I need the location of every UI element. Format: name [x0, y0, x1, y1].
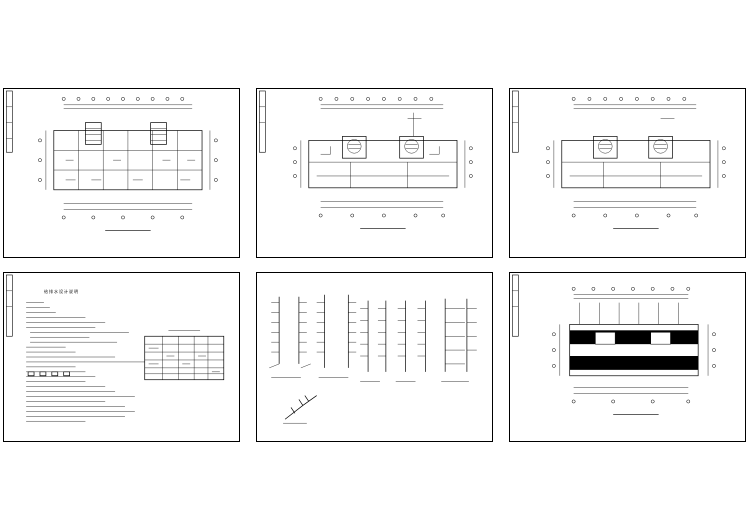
- plan-sheet-3: [509, 88, 746, 258]
- plan-sheet-1: [3, 88, 240, 258]
- dimension-grid-top: [61, 97, 193, 109]
- building-outline: [308, 112, 458, 189]
- plan-sheet-2: [256, 88, 493, 258]
- plan-drawing: [259, 90, 473, 229]
- dimension-grid-bottom: [61, 203, 193, 220]
- dimension-grid-side: [546, 140, 726, 188]
- notes-drawing: [6, 274, 225, 422]
- dimension-grid-top: [571, 97, 697, 109]
- riser-group-4: [444, 298, 477, 372]
- materials-table: [144, 330, 225, 381]
- notes-text-lines: [26, 302, 145, 422]
- dimension-grid-bottom: [318, 201, 446, 218]
- isometric-pipe-detail: [283, 395, 317, 424]
- riser-captions: [271, 377, 469, 382]
- riser-group-3: [360, 300, 426, 372]
- plan-drawing: [512, 90, 726, 229]
- plan-drawing: [6, 90, 218, 231]
- riser-drawing: [269, 294, 477, 424]
- dimension-grid-side: [38, 130, 218, 190]
- dimension-grid-side: [293, 140, 473, 188]
- dimension-grid-side: [552, 324, 716, 376]
- filled-building-plan: [569, 302, 699, 377]
- notes-sheet: 给排水设计说明: [3, 272, 240, 442]
- roof-drawing: [512, 274, 716, 415]
- dimension-grid-top: [571, 286, 691, 299]
- riser-sheet: [256, 272, 493, 442]
- notes-title: 给排水设计说明: [44, 289, 79, 294]
- dimension-grid-bottom: [571, 387, 691, 404]
- building-outline: [561, 118, 711, 189]
- building-outline: [53, 122, 203, 191]
- dimension-grid-bottom: [571, 201, 699, 218]
- riser-group-1: [269, 296, 311, 369]
- riser-group-2: [316, 294, 357, 368]
- roof-sheet: [509, 272, 746, 442]
- dimension-grid-top: [318, 97, 444, 109]
